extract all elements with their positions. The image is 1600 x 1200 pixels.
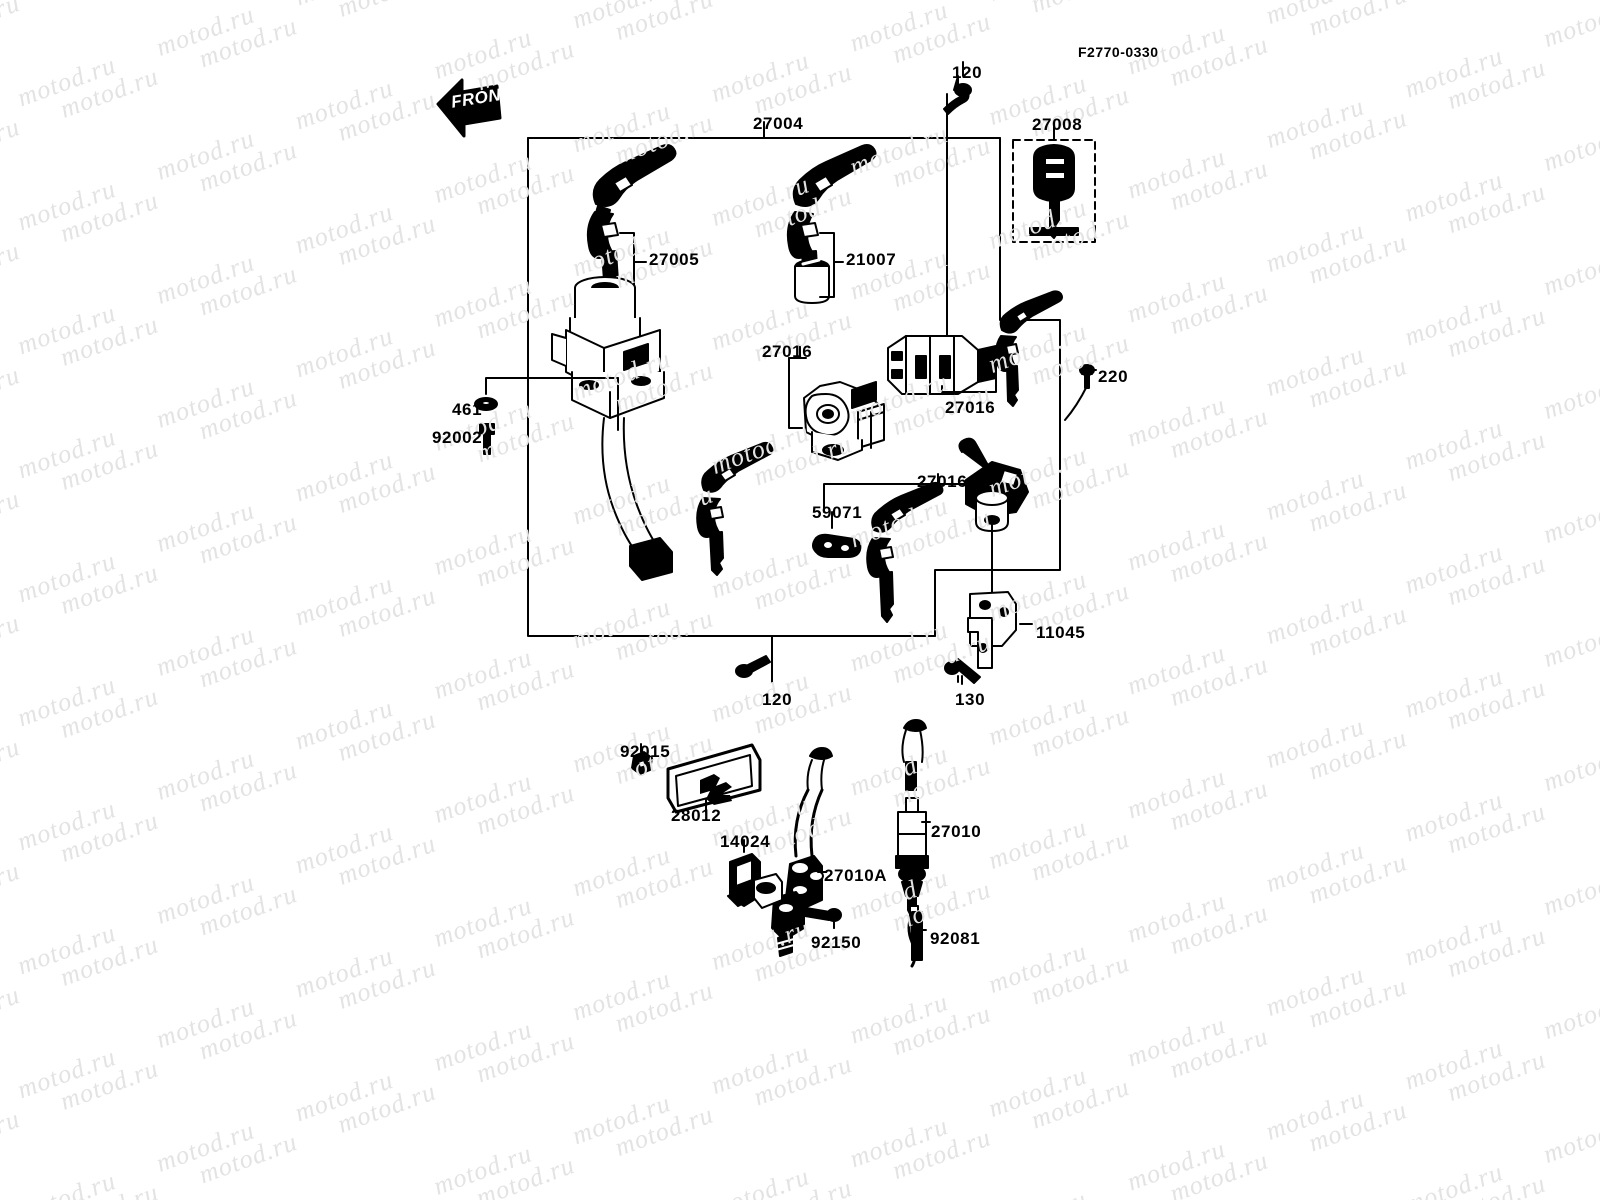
part-number-label-14024: 14024 [720, 832, 771, 851]
key-27016-left-glyph [696, 441, 774, 576]
front-arrow-icon [436, 78, 502, 138]
lock-cap-21007 [794, 258, 830, 304]
key-27016-right-glyph [995, 290, 1063, 407]
key-blank-27008-glyph [1029, 144, 1079, 239]
part-number-label-130: 130 [955, 690, 986, 709]
screw-120-bottom-glyph [735, 655, 773, 683]
part-number-label-21007: 21007 [846, 250, 897, 269]
part-number-label-27004: 27004 [753, 114, 804, 133]
screw-130-glyph [944, 658, 981, 684]
screw-92150-glyph [804, 907, 842, 929]
callout-bracket-27016-left [788, 345, 807, 429]
part-number-label-27008: 27008 [1032, 115, 1083, 134]
lock-27016a [958, 437, 1029, 532]
part-number-label-28012: 28012 [671, 806, 722, 825]
callout-bracket-21007 [819, 232, 844, 298]
label-plate-28012 [666, 743, 762, 814]
key-27016a-glyph [866, 481, 944, 623]
part-number-label-27005: 27005 [649, 250, 700, 269]
part-number-label-120: 120 [952, 63, 983, 82]
switch-27010a [753, 747, 833, 957]
nut-92015-glyph [631, 751, 653, 775]
part-number-label-120: 120 [762, 690, 793, 709]
bolt-92002-glyph [479, 423, 495, 455]
part-number-label-f2770-0330: F2770-0330 [1078, 44, 1159, 60]
spring-92081-glyph [906, 895, 923, 968]
part-number-label-59071: 59071 [812, 503, 863, 522]
holder-14024 [727, 853, 761, 907]
lock-27016-right [887, 335, 997, 395]
switch-27010 [895, 719, 929, 919]
part-number-label-27016: 27016 [762, 342, 813, 361]
lock-27016-left [803, 381, 885, 461]
part-number-label-92015: 92015 [620, 742, 671, 761]
leader-461-92002 [485, 377, 619, 431]
part-number-label-27010a: 27010A [824, 866, 888, 885]
part-number-label-27016: 27016 [945, 398, 996, 417]
part-number-label-27016a: 27016A [917, 472, 981, 491]
part-number-label-92081: 92081 [930, 929, 981, 948]
key-27005-glyph [586, 144, 677, 302]
callout-bracket-27016-right [941, 373, 997, 393]
part-number-label-27010: 27010 [931, 822, 982, 841]
assembly-bracket-27004 [527, 121, 1061, 637]
ignition-switch-body [551, 276, 673, 581]
part-number-label-11045: 11045 [1036, 623, 1086, 642]
clip-59071-glyph [812, 533, 862, 558]
part-number-label-461: 461 [452, 400, 483, 419]
bracket-11045 [967, 591, 1017, 669]
part-number-label-92150: 92150 [811, 933, 862, 952]
washer-461-glyph [474, 397, 498, 411]
part-number-label-92002: 92002 [432, 428, 483, 447]
part-number-label-220: 220 [1098, 367, 1129, 386]
